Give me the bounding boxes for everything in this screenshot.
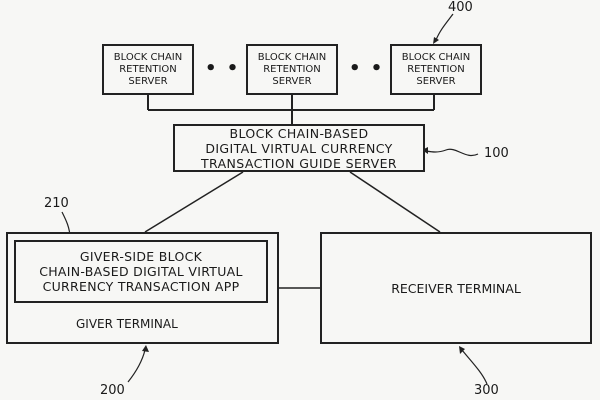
giver-terminal-label: GIVER TERMINAL xyxy=(76,317,178,331)
server-label-line: SERVER xyxy=(416,75,456,87)
leader-300 xyxy=(461,349,488,385)
guide-label-line: TRANSACTION GUIDE SERVER xyxy=(200,155,397,171)
server-label-line: SERVER xyxy=(272,75,312,87)
transaction-guide-server: BLOCK CHAIN-BASED DIGITAL VIRTUAL CURREN… xyxy=(173,124,425,172)
arrow-100 xyxy=(422,147,428,154)
server-label-line: BLOCK CHAIN xyxy=(113,51,183,63)
server-label-line: SERVER xyxy=(128,75,168,87)
server-label-line: RETENTION xyxy=(407,63,465,75)
ref-numeral-100: 100 xyxy=(484,146,509,161)
connector-guide-receiver xyxy=(349,171,441,233)
receiver-terminal: RECEIVER TERMINAL xyxy=(320,232,592,344)
leader-100 xyxy=(425,148,479,156)
server-label-line: RETENTION xyxy=(263,63,321,75)
blockchain-retention-server-2: BLOCK CHAIN RETENTION SERVER xyxy=(246,44,338,95)
connector-guide-giver xyxy=(144,171,244,233)
app-label-line: CHAIN-BASED DIGITAL VIRTUAL xyxy=(39,264,243,279)
server-label-line: BLOCK CHAIN xyxy=(401,51,471,63)
arrow-200 xyxy=(142,345,149,352)
giver-side-transaction-app: GIVER-SIDE BLOCK CHAIN-BASED DIGITAL VIR… xyxy=(14,240,268,303)
app-label-line: CURRENCY TRANSACTION APP xyxy=(42,279,240,294)
server-label-line: RETENTION xyxy=(119,63,177,75)
guide-label-line: DIGITAL VIRTUAL CURRENCY xyxy=(205,140,393,156)
receiver-terminal-label: RECEIVER TERMINAL xyxy=(391,280,521,296)
leader-200 xyxy=(127,349,146,383)
arrow-400 xyxy=(433,37,439,44)
ref-numeral-400: 400 xyxy=(448,0,473,15)
guide-label-line: BLOCK CHAIN-BASED xyxy=(229,125,369,141)
server-label-line: BLOCK CHAIN xyxy=(257,51,327,63)
blockchain-retention-server-3: BLOCK CHAIN RETENTION SERVER xyxy=(390,44,482,95)
ref-numeral-300: 300 xyxy=(474,383,499,398)
ref-numeral-200: 200 xyxy=(100,383,125,398)
app-label-line: GIVER-SIDE BLOCK xyxy=(79,249,203,264)
leader-400 xyxy=(435,13,454,41)
ref-numeral-210: 210 xyxy=(44,196,69,211)
arrow-300 xyxy=(459,346,465,354)
blockchain-retention-server-1: BLOCK CHAIN RETENTION SERVER xyxy=(102,44,194,95)
